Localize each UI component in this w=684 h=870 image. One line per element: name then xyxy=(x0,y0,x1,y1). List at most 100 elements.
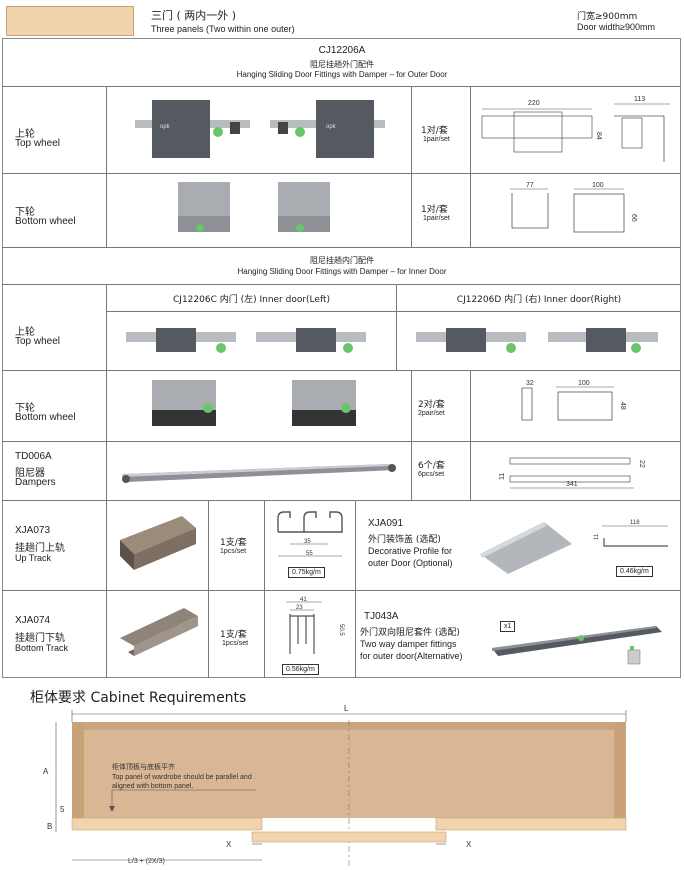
outer-bottom-dim-3: 66 xyxy=(630,214,637,222)
outer-bottom-wheel-drawing: 77 100 66 xyxy=(510,182,637,233)
up-track-code: XJA073 xyxy=(15,525,51,536)
bottom-track-qty-en: 1pcs/set xyxy=(222,640,249,647)
header-width-cn: 门宽≥900mm xyxy=(577,12,638,22)
inner-left-head: CJ12206C 内门 (左) Inner door(Left) xyxy=(173,295,330,305)
damper-qty-cn: 6个/套 xyxy=(418,461,445,471)
outer-bottom-dim-1: 77 xyxy=(526,182,534,189)
up-track-label-en: Up Track xyxy=(15,553,52,563)
deco-image xyxy=(480,522,572,574)
deco-label-en2: outer Door (Optional) xyxy=(368,558,453,568)
bottom-track-dim-1: 41 xyxy=(300,597,307,603)
bottom-track-code: XJA074 xyxy=(15,615,51,626)
inner-bottom-dim-3: 48 xyxy=(619,402,626,410)
inner-bottom-wheel-label-cn: 下轮 xyxy=(15,403,35,414)
bottom-track-dim-3: 50.5 xyxy=(338,624,344,636)
outer-code: CJ12206A xyxy=(318,45,366,56)
inner-bottom-wheel-qty-cn: 2对/套 xyxy=(418,400,445,410)
cabinet-formula: L/3 + (2X/3) xyxy=(128,858,165,865)
svg-text:opk: opk xyxy=(326,124,337,130)
bottom-track-image xyxy=(120,608,198,656)
deco-weight: 0.46kg/m xyxy=(616,566,653,577)
up-track-dim-1: 35 xyxy=(304,539,311,545)
damper-qty-en: 6pcs/set xyxy=(418,471,445,478)
inner-bottom-wheel-qty-en: 2pair/set xyxy=(418,410,445,417)
twoway-label-cn: 外门双向阻尼套件 (选配) xyxy=(360,628,460,638)
bottom-track-label-cn: 挂趟门下轨 xyxy=(15,633,65,644)
outer-bottom-dim-2: 100 xyxy=(592,182,604,189)
cabinet-note-en1: Top panel of wardrobe should be parallel… xyxy=(112,774,252,781)
up-track-image xyxy=(120,516,196,570)
cabinet-dim-B: B xyxy=(47,822,52,831)
up-track-profile: 35 55 xyxy=(277,511,343,557)
outer-top-dim-1: 220 xyxy=(528,100,540,107)
outer-title-en: Hanging Sliding Door Fittings with Dampe… xyxy=(236,70,448,79)
up-track-label-cn: 挂趟门上轨 xyxy=(15,543,65,554)
inner-top-wheel-image xyxy=(126,328,658,353)
bottom-track-profile: 41 23 50.5 xyxy=(286,597,344,654)
deco-dim-1: 118 xyxy=(630,520,640,526)
outer-bottom-wheel-qty-en: 1pair/set xyxy=(423,215,450,222)
deco-dim-2: 11 xyxy=(594,533,600,540)
cabinet-note-cn: 柜体顶板与底板平齐 xyxy=(112,762,175,771)
bottom-track-label-en: Bottom Track xyxy=(15,643,69,653)
damper-dim-3: 11 xyxy=(499,473,506,480)
outer-top-wheel-qty-en: 1pair/set xyxy=(423,136,450,143)
cabinet-note-en2: aligned with bottom panel. xyxy=(112,783,193,790)
header-width-en: Door width≥900mm xyxy=(577,22,655,32)
inner-bottom-dim-2: 100 xyxy=(578,380,590,387)
cabinet-dim-x-left: X xyxy=(226,840,232,849)
outer-top-dim-3: 84 xyxy=(595,132,602,140)
up-track-qty-en: 1pcs/set xyxy=(220,548,247,555)
svg-text:opk: opk xyxy=(160,124,171,130)
damper-label-en: Dampers xyxy=(15,477,56,488)
up-track-qty-cn: 1支/套 xyxy=(220,538,247,548)
damper-image xyxy=(122,464,396,483)
outer-top-wheel-image: opk opk xyxy=(135,100,385,158)
cabinet-dim-A: A xyxy=(43,767,49,776)
outer-bottom-wheel-image xyxy=(178,182,330,232)
twoway-label-en2: for outer door(Alternative) xyxy=(360,651,463,661)
deco-label-cn: 外门装饰盖 (选配) xyxy=(368,535,441,545)
inner-title-en: Hanging Sliding Door Fittings with Dampe… xyxy=(237,267,447,276)
twoway-multiplier: x1 xyxy=(500,621,516,632)
cabinet-dim-x-right: X xyxy=(466,840,472,849)
cabinet-dim-L: L xyxy=(344,704,349,713)
outer-top-wheel-label-cn: 上轮 xyxy=(15,129,35,140)
cabinet-dim-5: 5 xyxy=(60,805,65,814)
header-door-swatch xyxy=(6,6,134,36)
outer-title-cn: 阻尼挂趟外门配件 xyxy=(310,60,374,69)
deco-code: XJA091 xyxy=(368,518,404,529)
header-title-en: Three panels (Two within one outer) xyxy=(151,24,295,34)
inner-top-wheel-label-cn: 上轮 xyxy=(15,327,35,338)
cabinet-diagram: L A 5 B 柜体顶板与底板平齐 Top panel of wardrobe … xyxy=(43,704,627,868)
up-track-weight: 0.75kg/m xyxy=(288,567,325,578)
inner-top-wheel-label-en: Top wheel xyxy=(15,336,61,347)
damper-drawing: 341 22 11 xyxy=(499,457,645,489)
inner-title-cn: 阻尼挂趟内门配件 xyxy=(310,256,374,265)
inner-bottom-wheel-drawing: 32 100 48 xyxy=(521,380,626,421)
twoway-code: TJ043A xyxy=(364,611,399,622)
outer-bottom-wheel-qty-cn: 1对/套 xyxy=(421,205,448,215)
bottom-track-weight: 0.56kg/m xyxy=(282,664,319,675)
outer-top-wheel-label-en: Top wheel xyxy=(15,138,61,149)
outer-bottom-wheel-label-en: Bottom wheel xyxy=(15,216,76,227)
deco-profile: 118 11 xyxy=(594,520,668,547)
cabinet-title: 柜体要求 Cabinet Requirements xyxy=(30,690,247,706)
inner-bottom-wheel-label-en: Bottom wheel xyxy=(15,412,76,423)
outer-top-wheel-qty-cn: 1对/套 xyxy=(421,126,448,136)
twoway-label-en1: Two way damper fittings xyxy=(360,639,457,649)
damper-dim-1: 341 xyxy=(566,481,578,488)
twoway-image xyxy=(492,626,662,665)
damper-label-cn: 阻尼器 xyxy=(15,468,45,479)
up-track-dim-2: 55 xyxy=(306,551,313,557)
deco-label-en1: Decorative Profile for xyxy=(368,546,453,556)
header-title-cn: 三门 ( 两内一外 ) xyxy=(151,9,237,22)
damper-code: TD006A xyxy=(15,451,52,462)
outer-top-dim-2: 113 xyxy=(634,96,645,103)
outer-bottom-wheel-label-cn: 下轮 xyxy=(15,207,35,218)
bottom-track-dim-2: 23 xyxy=(296,605,303,611)
inner-bottom-dim-1: 32 xyxy=(526,380,534,387)
outer-top-wheel-drawing: 220 84 113 xyxy=(481,96,670,162)
inner-bottom-wheel-image xyxy=(152,380,356,426)
damper-dim-2: 22 xyxy=(638,460,645,468)
